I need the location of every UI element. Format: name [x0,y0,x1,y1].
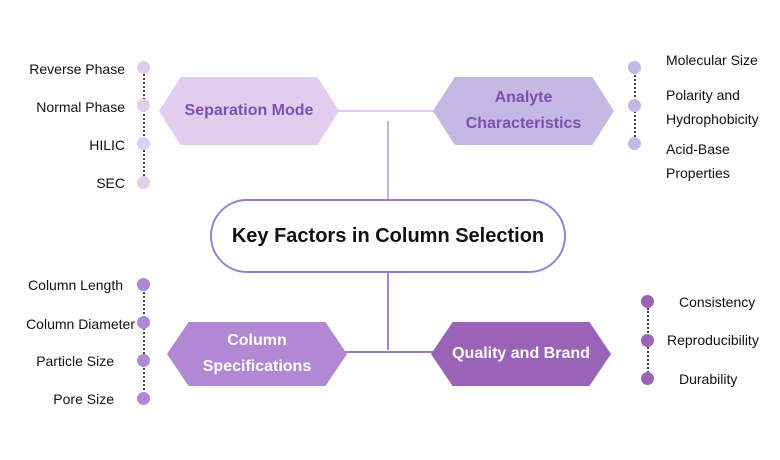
node-separation-mode-label: Separation Mode [184,102,314,119]
list-item: Reproducibility [667,332,759,348]
list-item: Consistency [679,294,756,310]
bullet-icon [137,61,150,74]
list-item: Pore Size [53,391,114,407]
list-item: Column Diameter [26,316,135,332]
bullet-icon [137,392,150,405]
list-item: Properties [666,165,730,181]
node-column-specifications: Column Specifications [167,322,347,386]
list-item: Particle Size [36,353,114,369]
list-item: Polarity and [666,87,740,103]
bullet-icon [137,278,150,291]
node-quality-brand: Quality and Brand [431,322,611,386]
node-separation-mode: Separation Mode [159,77,339,145]
bullet-icon [641,295,654,308]
list-item: Reverse Phase [29,61,125,77]
node-quality-label: Quality and Brand [452,345,590,362]
list-item: Molecular Size [666,52,758,68]
central-topic: Key Factors in Column Selection [210,199,566,273]
list-item: Normal Phase [36,99,125,115]
list-item: Acid-Base [666,141,730,157]
node-analyte-label-line1: Analyte [494,89,553,106]
specs-dotted-line [143,292,145,398]
node-analyte-label-line2: Characteristics [465,115,582,132]
list-item: Hydrophobicity [666,111,759,127]
list-item: SEC [96,175,125,191]
list-item: Column Length [28,277,123,293]
bullet-icon [628,61,641,74]
list-item: HILIC [89,137,125,153]
bullet-icon [628,99,641,112]
bullet-icon [137,137,150,150]
bullet-icon [137,99,150,112]
bullet-icon [628,137,641,150]
bullet-icon [137,354,150,367]
bullet-icon [137,176,150,189]
separation-dotted-line [143,70,145,180]
node-analyte-characteristics: Analyte Characteristics [433,77,614,145]
node-specs-label-line1: Column [227,332,287,349]
bullet-icon [641,372,654,385]
central-topic-title: Key Factors in Column Selection [231,224,545,247]
list-item: Durability [679,371,738,387]
node-specs-label-line2: Specifications [202,358,312,375]
bullet-icon [641,334,654,347]
bullet-icon [137,316,150,329]
